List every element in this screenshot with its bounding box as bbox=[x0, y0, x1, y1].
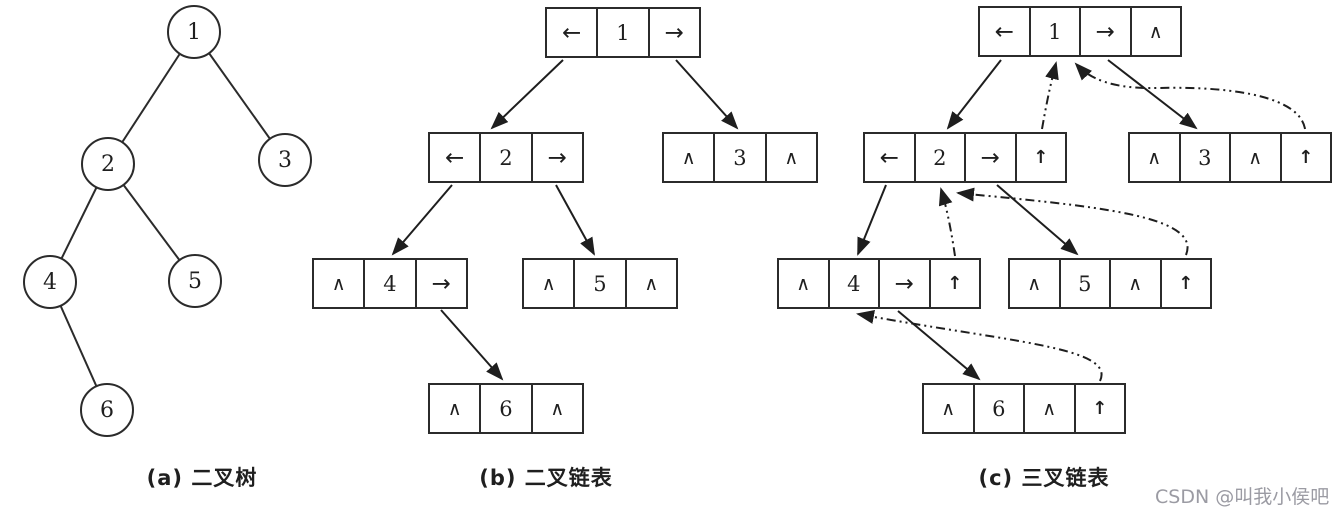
b4-lchild-pointer-cell: ∧ bbox=[314, 260, 366, 307]
c5-parent-pointer-cell: ↑ bbox=[1178, 273, 1194, 294]
c5-rchild-pointer-cell: ∧ bbox=[1111, 260, 1162, 307]
c2-lchild-to-c4 bbox=[857, 184, 887, 256]
list-node-b1: ←1 → bbox=[545, 7, 701, 58]
b4-rchild-to-b6 bbox=[440, 309, 504, 381]
b5-lchild-pointer-cell: ∧ bbox=[524, 260, 576, 307]
c5-data-cell: 5 bbox=[1061, 260, 1111, 307]
c6-lchild-pointer-cell: ∧ bbox=[924, 385, 975, 432]
b6-lchild-pointer-cell: ∧ bbox=[430, 385, 482, 432]
c4-lchild-pointer-cell: ∧ bbox=[779, 260, 830, 307]
b5-rchild-pointer-cell: ∧ bbox=[644, 272, 659, 295]
c1-parent-pointer-cell: ∧ bbox=[1148, 20, 1163, 43]
b2-lchild-pointer-cell: ← bbox=[430, 134, 482, 181]
list-node-b4: ∧4 → bbox=[312, 258, 468, 309]
list-node-b2: ←2 → bbox=[428, 132, 584, 183]
b4-data-cell: 4 bbox=[365, 260, 417, 307]
tree-node-2: 2 bbox=[81, 137, 135, 191]
caption-binary-tree: (a) 二叉树 bbox=[146, 466, 258, 490]
list-node-b3: ∧3∧ bbox=[662, 132, 818, 183]
watermark: CSDN @叫我小侯吧 bbox=[1155, 486, 1330, 508]
c1-lchild-to-c2 bbox=[946, 59, 1002, 130]
c2-parent-to-c1 bbox=[1041, 61, 1059, 130]
b1-data-cell: 1 bbox=[598, 9, 650, 56]
c5-lchild-pointer-cell: ∧ bbox=[1010, 260, 1061, 307]
caption-triple-linked-list: (c) 三叉链表 bbox=[978, 466, 1110, 490]
b2-lchild-to-b4 bbox=[391, 184, 453, 256]
b6-rchild-pointer-cell: ∧ bbox=[550, 397, 565, 420]
tree-node-4: 4 bbox=[23, 255, 77, 309]
b1-lchild-to-b2 bbox=[490, 59, 564, 130]
list-node-b6: ∧6∧ bbox=[428, 383, 584, 434]
c6-parent-pointer-cell: ↑ bbox=[1092, 398, 1108, 419]
b6-data-cell: 6 bbox=[481, 385, 533, 432]
c2-rchild-to-c5 bbox=[996, 184, 1079, 256]
tree-node-1: 1 bbox=[167, 5, 221, 59]
b5-data-cell: 5 bbox=[575, 260, 627, 307]
caption-binary-linked-list: (b) 二叉链表 bbox=[479, 466, 613, 490]
b3-data-cell: 3 bbox=[715, 134, 767, 181]
c4-parent-to-c2 bbox=[938, 187, 956, 257]
c1-rchild-to-c3 bbox=[1107, 59, 1198, 130]
b4-rchild-pointer-cell: → bbox=[431, 270, 451, 297]
b1-rchild-to-b3 bbox=[675, 59, 739, 130]
tree-node-6: 6 bbox=[80, 383, 134, 437]
list-node-c5: ∧5∧ ↑ bbox=[1008, 258, 1212, 309]
c1-rchild-pointer-cell: → bbox=[1081, 8, 1132, 55]
c5-parent-to-c2 bbox=[956, 187, 1189, 256]
b2-data-cell: 2 bbox=[481, 134, 533, 181]
b1-rchild-pointer-cell: → bbox=[664, 19, 684, 46]
b3-lchild-pointer-cell: ∧ bbox=[664, 134, 716, 181]
c2-data-cell: 2 bbox=[916, 134, 966, 181]
list-node-c1: ←1→ ∧ bbox=[978, 6, 1182, 57]
c3-data-cell: 3 bbox=[1181, 134, 1231, 181]
tree-node-3: 3 bbox=[258, 133, 312, 187]
c2-rchild-pointer-cell: → bbox=[966, 134, 1017, 181]
tree-node-5: 5 bbox=[168, 254, 222, 308]
c2-lchild-pointer-cell: ← bbox=[865, 134, 916, 181]
list-node-c3: ∧3∧ ↑ bbox=[1128, 132, 1332, 183]
b2-rchild-to-b5 bbox=[555, 184, 595, 256]
c1-data-cell: 1 bbox=[1031, 8, 1081, 55]
c4-rchild-pointer-cell: → bbox=[880, 260, 931, 307]
c3-parent-to-c1 bbox=[1074, 62, 1306, 130]
list-node-c2: ←2→ ↑ bbox=[863, 132, 1067, 183]
c2-parent-pointer-cell: ↑ bbox=[1033, 147, 1049, 168]
list-node-c4: ∧4→ ↑ bbox=[777, 258, 981, 309]
b3-rchild-pointer-cell: ∧ bbox=[784, 146, 799, 169]
c1-lchild-pointer-cell: ← bbox=[980, 8, 1031, 55]
c4-rchild-to-c6 bbox=[897, 310, 981, 381]
b1-lchild-pointer-cell: ← bbox=[547, 9, 599, 56]
c3-lchild-pointer-cell: ∧ bbox=[1130, 134, 1181, 181]
c6-rchild-pointer-cell: ∧ bbox=[1025, 385, 1076, 432]
c6-parent-to-c4 bbox=[856, 310, 1103, 382]
c4-parent-pointer-cell: ↑ bbox=[947, 273, 963, 294]
c6-data-cell: 6 bbox=[975, 385, 1025, 432]
list-node-b5: ∧5∧ bbox=[522, 258, 678, 309]
c4-data-cell: 4 bbox=[830, 260, 880, 307]
b2-rchild-pointer-cell: → bbox=[547, 144, 567, 171]
c3-parent-pointer-cell: ↑ bbox=[1298, 147, 1314, 168]
list-node-c6: ∧6∧ ↑ bbox=[922, 383, 1126, 434]
c3-rchild-pointer-cell: ∧ bbox=[1231, 134, 1282, 181]
